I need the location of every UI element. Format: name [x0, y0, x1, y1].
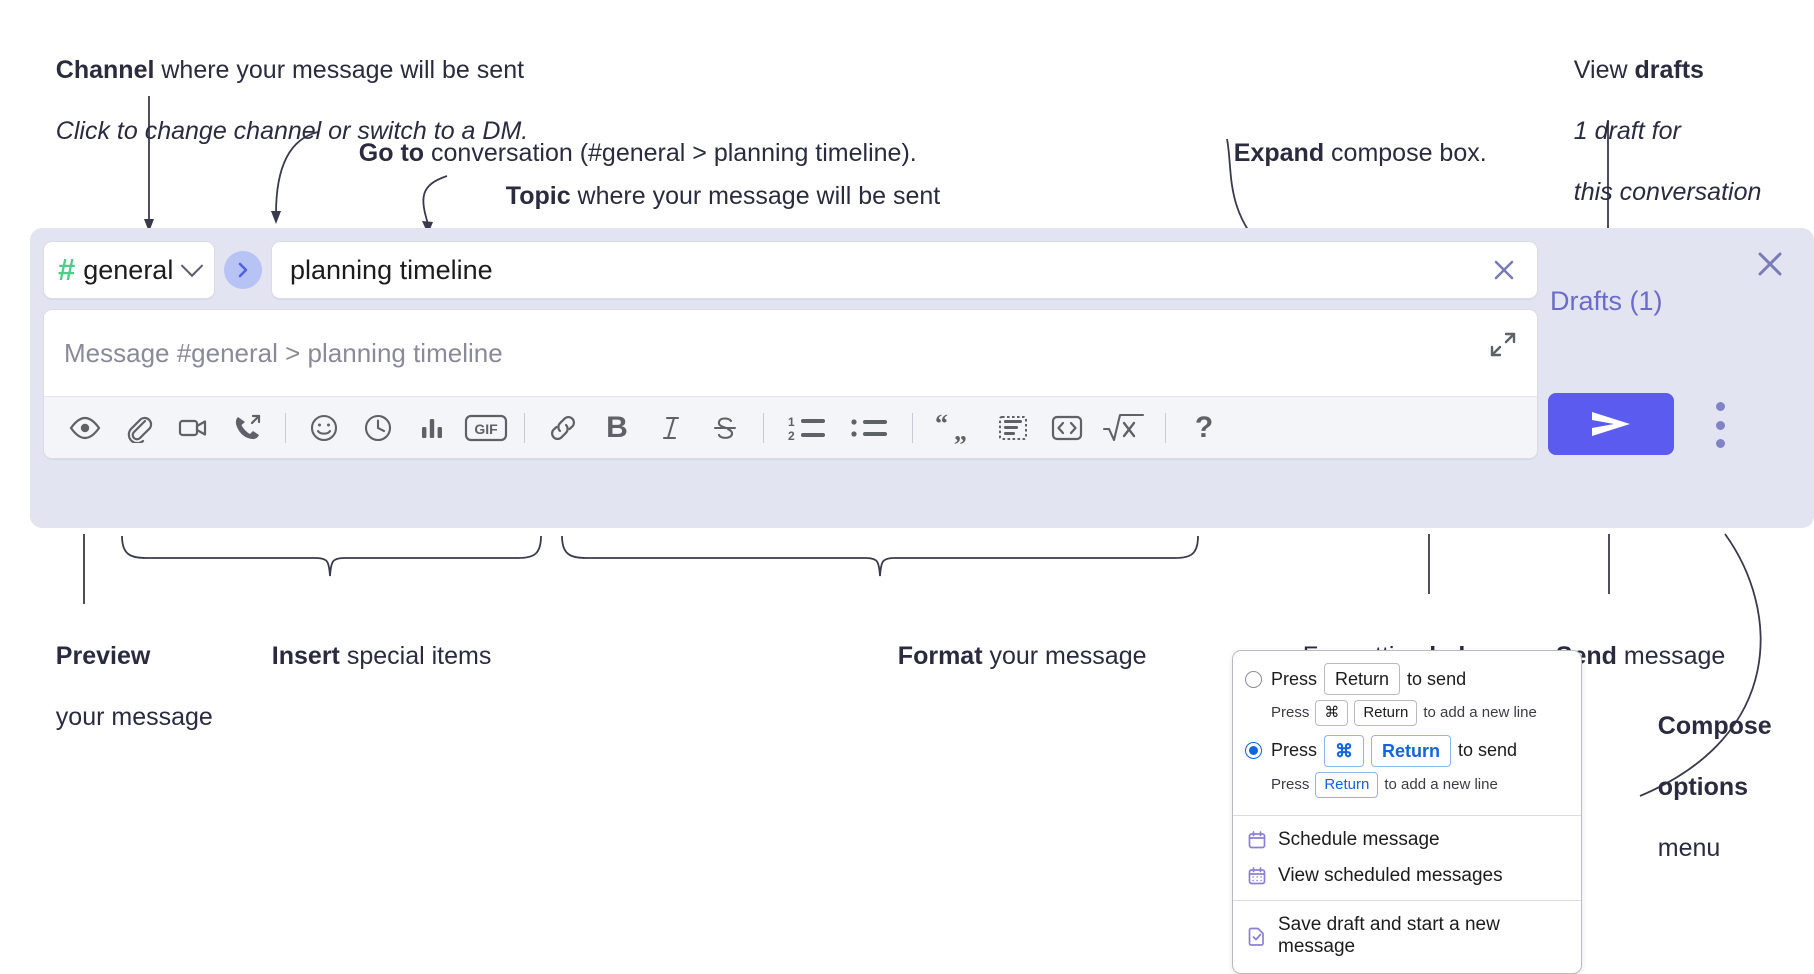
send-shortcut-options: Press Return to send Press ⌘ Return to a…	[1233, 651, 1581, 815]
toolbar-divider	[1165, 412, 1166, 443]
code-icon[interactable]	[1040, 405, 1094, 451]
menu-item-view-scheduled-messages[interactable]: View scheduled messages	[1233, 858, 1581, 894]
strikethrough-icon[interactable]	[698, 405, 752, 451]
channel-selector[interactable]: # general	[43, 241, 215, 299]
toolbar-divider	[285, 412, 286, 443]
formatting-toolbar: GIF B	[44, 396, 1537, 458]
key-return: Return	[1371, 734, 1452, 767]
send-option-return[interactable]: Press Return to send	[1245, 661, 1569, 697]
send-option-cmd-return-hint: Press Return to add a new line	[1245, 769, 1569, 805]
svg-text:1: 1	[788, 415, 795, 429]
menu-divider	[1233, 814, 1581, 816]
gif-icon[interactable]: GIF	[459, 405, 513, 451]
menu-item-save-draft[interactable]: Save draft and start a new message	[1233, 907, 1581, 965]
channel-name: general	[83, 254, 174, 285]
message-box: Message #general > planning timeline	[43, 309, 1538, 459]
menu-group-draft: Save draft and start a new message	[1233, 901, 1581, 973]
message-placeholder: Message #general > planning timeline	[64, 337, 503, 368]
key-return: Return	[1324, 663, 1401, 696]
compose-box: # general planning timeline Message #gen…	[30, 228, 1814, 528]
kebab-dot	[1715, 439, 1725, 448]
key-command: ⌘	[1315, 700, 1349, 726]
toolbar-divider	[763, 412, 764, 443]
annotation-topic: Topic where your message will be sent	[505, 181, 941, 210]
annotation-expand: Expand compose box.	[1233, 138, 1487, 167]
annotation-channel: Channel where your message will be sent …	[55, 55, 529, 145]
expand-compose-icon[interactable]	[1487, 328, 1519, 360]
annotation-insert: Insert special items	[271, 641, 492, 670]
bold-icon[interactable]: B	[606, 410, 628, 444]
clock-icon[interactable]	[351, 405, 405, 451]
audio-icon[interactable]	[220, 405, 274, 451]
topic-value: planning timeline	[290, 254, 493, 285]
emoji-icon[interactable]	[297, 405, 351, 451]
menu-group-schedule: Schedule message View scheduled messages	[1233, 816, 1581, 900]
svg-text:“: “	[935, 412, 948, 438]
annotation-format: Format your message	[897, 641, 1147, 670]
drafts-link[interactable]: Drafts (1)	[1550, 286, 1663, 316]
toolbar-divider	[524, 412, 525, 443]
go-to-conversation-button[interactable]	[224, 251, 262, 289]
link-icon[interactable]	[536, 405, 590, 451]
chevron-down-icon	[180, 254, 204, 278]
menu-divider	[1233, 899, 1581, 901]
annotation-preview: Preview your message	[55, 641, 213, 731]
send-option-cmd-return[interactable]: Press ⌘ Return to send	[1245, 733, 1569, 769]
kebab-dot	[1715, 420, 1725, 430]
menu-item-schedule-message[interactable]: Schedule message	[1233, 822, 1581, 858]
svg-text:„: „	[954, 417, 967, 444]
kebab-dot	[1715, 402, 1725, 411]
ordered-list-icon[interactable]: 1 2	[775, 405, 839, 451]
hash-icon: #	[58, 251, 76, 287]
menu-item-label: Save draft and start a new message	[1278, 913, 1500, 957]
send-option-cmd-return-label: Press ⌘ Return to send	[1271, 734, 1517, 767]
menu-item-label: View scheduled messages	[1278, 864, 1503, 886]
toolbar-divider	[912, 412, 913, 443]
annotated-compose-diagram: Channel where your message will be sent …	[0, 0, 1814, 944]
radio-selected-icon[interactable]	[1245, 742, 1262, 760]
topic-field[interactable]: planning timeline	[271, 241, 1538, 299]
help-icon[interactable]: ?	[1194, 410, 1214, 444]
key-return: Return	[1315, 771, 1379, 798]
message-input[interactable]: Message #general > planning timeline	[44, 310, 1537, 396]
clear-topic-icon[interactable]	[1487, 253, 1521, 287]
math-icon[interactable]	[1094, 405, 1154, 451]
menu-item-label: Schedule message	[1278, 828, 1440, 850]
video-icon[interactable]	[166, 405, 220, 451]
svg-text:GIF: GIF	[474, 421, 498, 437]
compose-options-menu: Press Return to send Press ⌘ Return to a…	[1232, 650, 1582, 974]
bullet-list-icon[interactable]	[839, 405, 901, 451]
compose-options-button[interactable]	[1710, 402, 1730, 448]
send-button[interactable]	[1548, 393, 1674, 455]
annotation-drafts: View drafts 1 draft for this conversatio…	[1573, 55, 1762, 206]
blockquote-icon[interactable]: “ „	[924, 405, 986, 451]
close-compose-button[interactable]	[1752, 246, 1788, 282]
preview-icon[interactable]	[58, 405, 112, 451]
compose-header: # general planning timeline	[43, 241, 1538, 299]
annotation-goto: Go to conversation (#general > planning …	[358, 138, 917, 167]
attachment-icon[interactable]	[112, 405, 166, 451]
send-option-return-label: Press Return to send	[1271, 663, 1466, 696]
key-return: Return	[1354, 700, 1418, 726]
italic-icon[interactable]	[644, 405, 698, 451]
send-option-return-hint: Press ⌘ Return to add a new line	[1245, 697, 1569, 733]
annotation-compose-options: Compose options menu	[1657, 711, 1772, 862]
poll-icon[interactable]	[405, 405, 459, 451]
code-block-icon[interactable]	[986, 405, 1040, 451]
svg-text:2: 2	[788, 429, 795, 443]
radio-unselected-icon[interactable]	[1245, 670, 1262, 688]
key-command: ⌘	[1324, 734, 1365, 767]
